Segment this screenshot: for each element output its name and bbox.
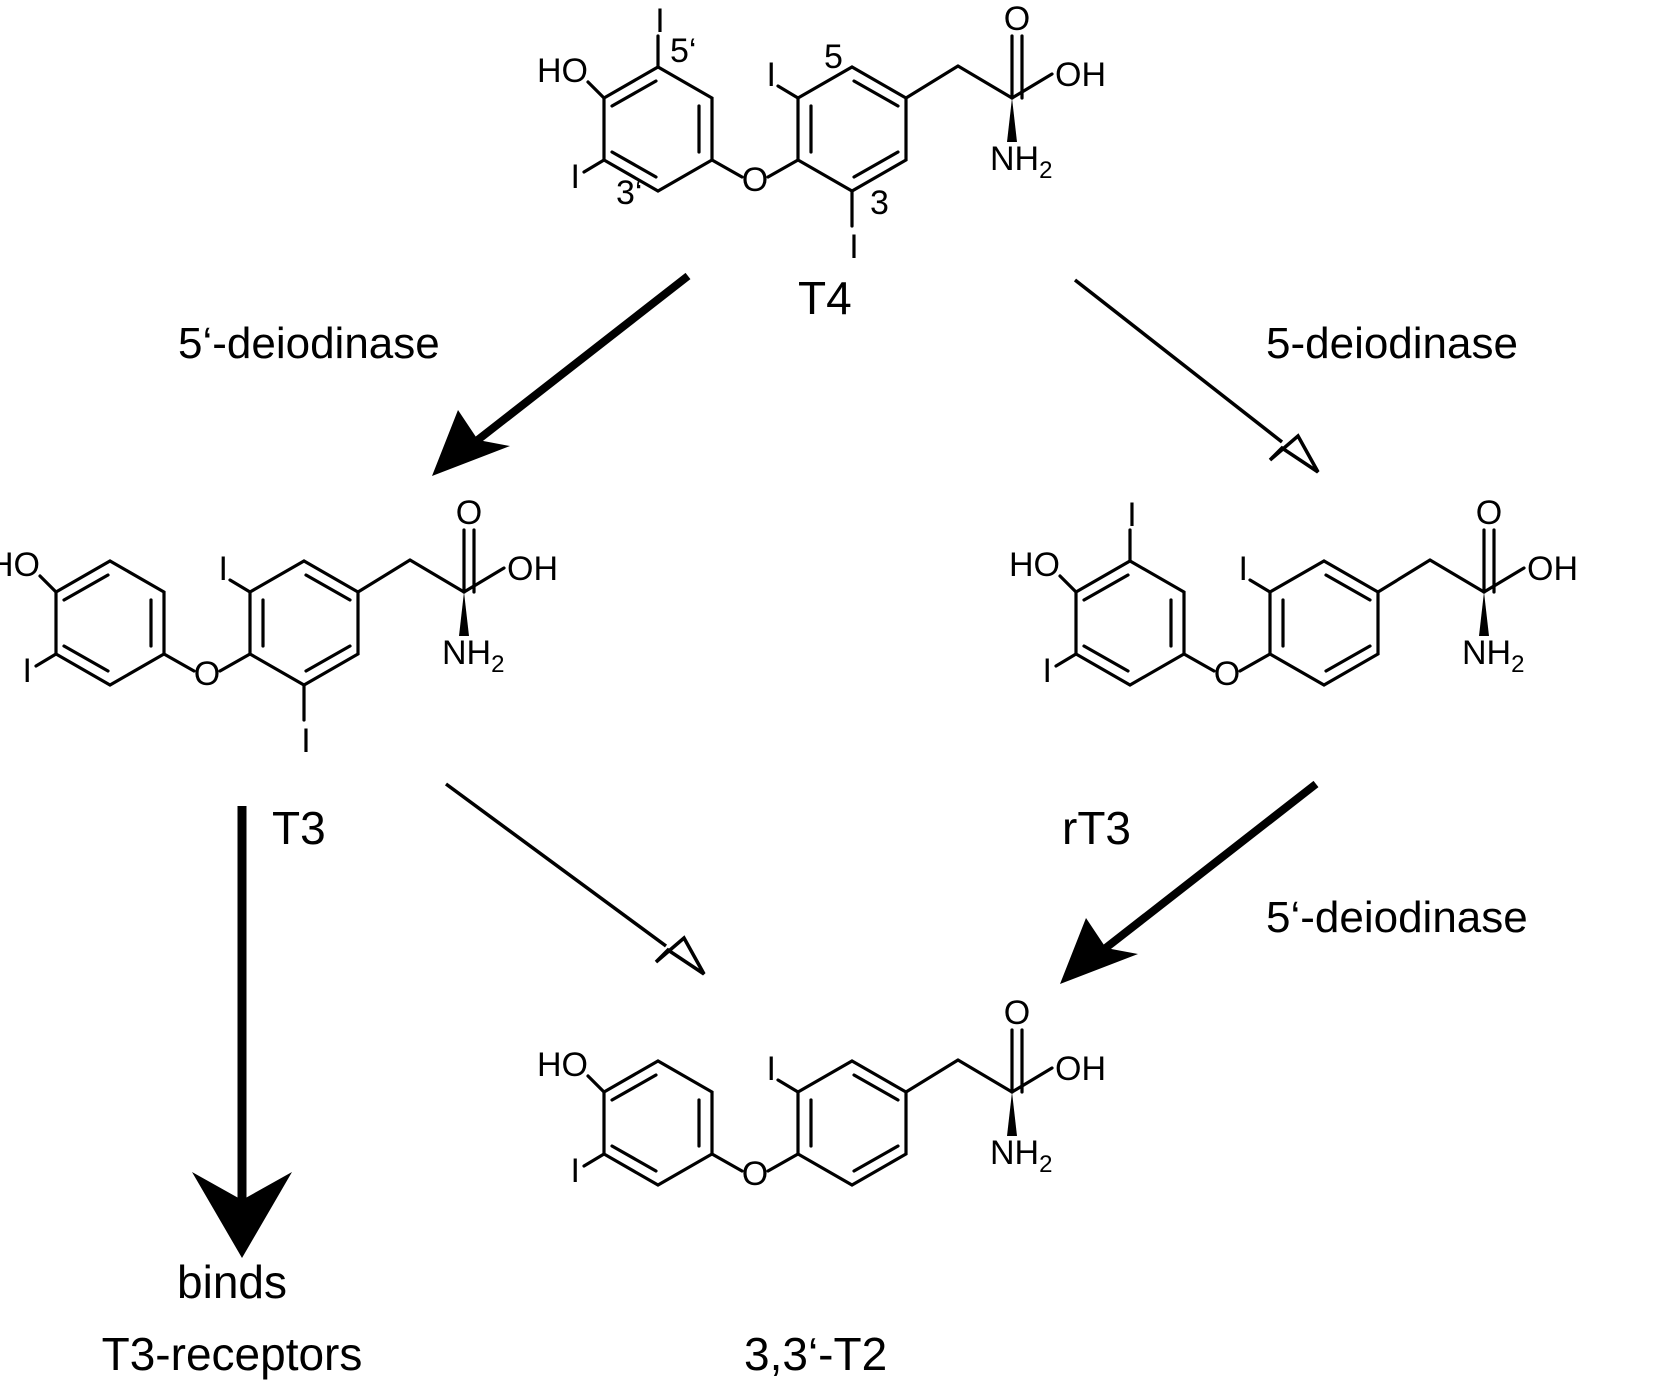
enzyme-label-rt3-t2: 5‘-deiodinase: [1266, 893, 1528, 942]
carbonyl-oxygen: O: [1004, 0, 1030, 38]
ether-oxygen: O: [194, 655, 220, 693]
iodine-3prime: I: [571, 158, 580, 196]
amine-label: NH2: [442, 634, 504, 678]
hydroxyl-acid: OH: [1527, 550, 1578, 588]
iodine-5: I: [219, 550, 228, 588]
hydroxyl-acid: OH: [1055, 1050, 1106, 1088]
amine-label: NH2: [990, 140, 1052, 184]
arrow-t4-to-rt3: [1073, 278, 1320, 474]
outcome-line-1: binds: [177, 1256, 287, 1308]
rt3-name: rT3: [1062, 802, 1131, 854]
t3-structure: HO I I I O O OH NH2: [0, 494, 558, 760]
position-3prime: 3‘: [616, 174, 642, 212]
iodine-3prime: I: [571, 1152, 580, 1190]
hydroxyl-acid: OH: [1055, 56, 1106, 94]
rt3-structure: HO I I I O O OH NH2: [1009, 494, 1578, 693]
hydroxyl-label: HO: [537, 1046, 588, 1084]
hydroxyl-label: HO: [537, 52, 588, 90]
carbonyl-oxygen: O: [1476, 494, 1502, 532]
amine-label: NH2: [990, 1134, 1052, 1178]
iodine-5: I: [767, 56, 776, 94]
arrow-rt3-to-t2: [1060, 780, 1319, 984]
position-3: 3: [870, 184, 889, 222]
iodine-3: I: [849, 228, 858, 266]
iodine-5prime: I: [1127, 496, 1136, 534]
arrow-t3-to-receptors: [192, 806, 292, 1258]
iodine-5: I: [767, 1050, 776, 1088]
hydroxyl-acid: OH: [507, 550, 558, 588]
arrow-t4-to-t3: [432, 272, 691, 476]
ether-oxygen: O: [1214, 655, 1240, 693]
t4-name: T4: [798, 272, 852, 324]
enzyme-label-t4-rt3: 5-deiodinase: [1266, 319, 1518, 368]
amine-label: NH2: [1462, 634, 1524, 678]
iodine-3prime: I: [1043, 652, 1052, 690]
iodine-3prime: I: [23, 652, 32, 690]
iodine-3: I: [301, 722, 310, 760]
outcome-line-2: T3-receptors: [102, 1328, 363, 1380]
arrow-t3-to-t2: [444, 782, 706, 976]
position-5prime: 5‘: [670, 32, 696, 70]
carbonyl-oxygen: O: [1004, 994, 1030, 1032]
iodine-5: I: [1239, 550, 1248, 588]
iodine-5prime: I: [655, 2, 664, 40]
hydroxyl-label: HO: [1009, 546, 1060, 584]
t2-structure: HO I I O O OH NH2: [537, 994, 1106, 1193]
enzyme-label-t4-t3: 5‘-deiodinase: [178, 319, 440, 368]
t2-name: 3,3‘-T2: [744, 1328, 887, 1380]
carbonyl-oxygen: O: [456, 494, 482, 532]
t3-name: T3: [272, 802, 326, 854]
t4-structure: HO I I I I O O OH NH2 5‘ 3‘ 5 3: [537, 0, 1106, 266]
position-5: 5: [824, 38, 843, 76]
hydroxyl-label: HO: [0, 546, 40, 584]
ether-oxygen: O: [742, 161, 768, 199]
ether-oxygen: O: [742, 1155, 768, 1193]
